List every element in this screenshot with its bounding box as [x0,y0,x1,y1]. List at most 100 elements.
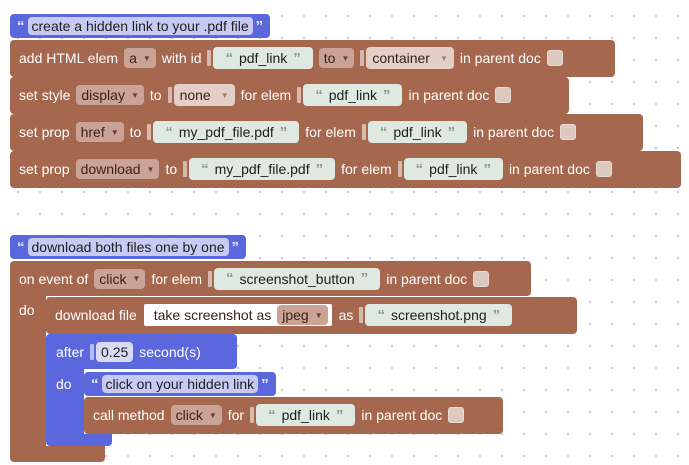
elem-type-dropdown[interactable]: a▼ [124,48,156,68]
quote-close-icon: ” [293,49,301,67]
input-connector [250,407,255,423]
filename-value[interactable]: screenshot.png [390,307,487,323]
set-prop-download-block[interactable]: set prop download▼ to “my_pdf_file.pdf” … [10,151,681,188]
format-dropdown[interactable]: jpeg▼ [277,305,328,325]
to-label: to [129,124,142,140]
set-style-label: set style [19,87,71,103]
parent-doc-checkbox[interactable] [448,407,465,423]
quote-close-icon: ” [261,375,269,393]
quote-close-icon: ” [255,17,264,35]
delay-number-field[interactable]: 0.25 [96,341,134,362]
quote-open-icon: “ [201,160,209,178]
elem-string-value[interactable]: pdf_link [429,161,478,177]
after-label: after [56,343,85,360]
download-file-block[interactable]: download file take screenshot as jpeg▼ a… [46,297,577,334]
event-block-footer [10,446,105,462]
elem-string-value[interactable]: pdf_link [281,407,330,423]
comment-block-create-link[interactable]: “ create a hidden link to your .pdf file… [10,14,271,38]
style-prop-dropdown[interactable]: display▼ [76,85,144,105]
do-label: do [19,302,35,318]
after-block-spine [46,368,84,438]
value-string[interactable]: my_pdf_file.pdf [178,124,274,140]
method-dropdown[interactable]: click▼ [170,405,222,425]
in-parent-doc-label: in parent doc [473,124,555,140]
dropdown-arrow-icon: ▼ [132,274,141,283]
quote-close-icon: ” [447,123,456,141]
elem-string-field[interactable]: “pdf_link” [256,404,356,426]
quote-open-icon: “ [17,238,25,256]
parent-doc-checkbox[interactable] [495,87,512,103]
for-label: for [227,407,245,423]
dropdown-arrow-icon: ▼ [142,53,151,63]
set-prop-href-block[interactable]: set prop href▼ to “my_pdf_file.pdf” for … [10,114,643,151]
dropdown-arrow-icon: ▼ [146,164,155,174]
set-prop-label: set prop [19,161,70,177]
elem-type-value: a [129,50,137,66]
style-value: none [179,87,211,103]
comment-block-click-link[interactable]: “ click on your hidden link ” [84,372,276,396]
quote-open-icon: “ [315,86,323,104]
for-elem-label: for elem [341,161,392,177]
id-string-value[interactable]: pdf_link [238,50,288,66]
parent-doc-checkbox[interactable] [595,161,612,177]
quote-open-icon: “ [226,270,234,287]
quote-open-icon: “ [268,406,276,424]
to-dropdown[interactable]: to▼ [318,48,355,68]
add-html-elem-block[interactable]: add HTML elem a▼ with id “pdf_link” to▼ … [10,40,615,77]
seconds-label: second(s) [139,343,201,360]
elem-string-value[interactable]: pdf_link [328,87,377,103]
elem-string-field[interactable]: “pdf_link” [367,121,468,143]
format-value: jpeg [282,307,309,323]
to-label: to [149,87,162,103]
to-value: to [323,50,336,66]
take-screenshot-block[interactable]: take screenshot as jpeg▼ [142,303,333,327]
comment-block-download[interactable]: “ download both files one by one ” [10,235,247,259]
input-connector [167,87,172,103]
input-connector [208,270,213,287]
elem-string-value[interactable]: pdf_link [393,124,442,140]
after-block[interactable]: after 0.25 second(s) [46,334,237,369]
comment-text[interactable]: create a hidden link to your .pdf file [27,17,253,35]
in-parent-doc-label: in parent doc [459,50,541,66]
for-elem-label: for elem [305,124,356,140]
comment-text[interactable]: click on your hidden link [101,375,259,393]
prop-dropdown[interactable]: href▼ [75,122,124,142]
quote-close-icon: ” [382,86,391,104]
value-string-field[interactable]: “my_pdf_file.pdf” [189,158,336,180]
call-method-label: call method [93,407,165,423]
elem-string-value[interactable]: screenshot_button [239,270,355,287]
comment-text[interactable]: download both files one by one [27,238,229,256]
input-connector [397,161,402,177]
prop-dropdown[interactable]: download ▼ [75,159,160,179]
add-html-elem-label: add HTML elem [19,50,119,66]
style-value-dropdown[interactable]: none▼ [173,84,235,106]
parent-dropdown[interactable]: container▼ [366,47,454,69]
value-string-field[interactable]: “my_pdf_file.pdf” [153,121,300,143]
event-dropdown[interactable]: click▼ [94,268,146,289]
id-string-field[interactable]: “pdf_link” [213,47,313,69]
prop-value: download [80,161,141,177]
filename-string-field[interactable]: “screenshot.png” [365,304,513,326]
on-event-block[interactable]: on event of click▼ for elem “screenshot_… [10,261,531,296]
method-value: click [175,407,203,423]
input-connector [359,307,364,323]
event-block-spine [10,294,46,448]
after-block-footer [46,434,112,446]
parent-doc-checkbox[interactable] [473,270,490,287]
set-style-block[interactable]: set style display▼ to none▼ for elem “pd… [10,77,569,114]
input-connector [90,343,95,360]
input-connector [183,161,188,177]
elem-string-field[interactable]: “screenshot_button” [214,267,381,290]
inner-do-label: do [56,376,72,392]
as-label: as [338,307,354,323]
elem-string-field[interactable]: “ pdf_link ” [303,84,403,106]
value-string[interactable]: my_pdf_file.pdf [214,161,310,177]
in-parent-doc-label: in parent doc [408,87,490,103]
call-method-block[interactable]: call method click▼ for “pdf_link” in par… [84,397,503,434]
elem-string-field[interactable]: “pdf_link” [403,158,503,180]
quote-open-icon: “ [165,123,173,141]
input-connector [147,124,152,140]
in-parent-doc-label: in parent doc [386,270,468,287]
parent-doc-checkbox[interactable] [546,50,563,66]
parent-doc-checkbox[interactable] [560,124,577,140]
